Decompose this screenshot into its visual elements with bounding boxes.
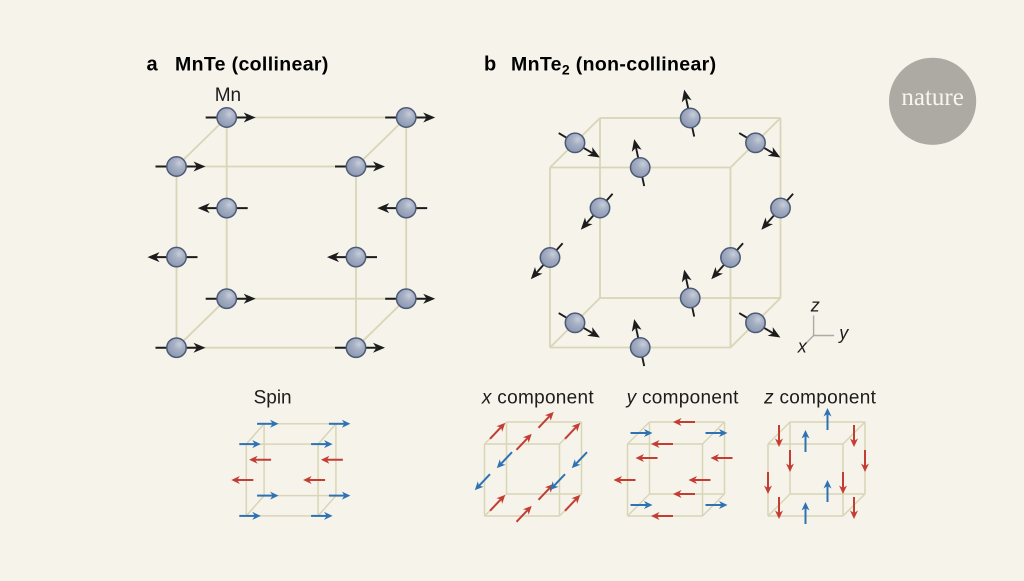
svg-text:MnTe2 (non-collinear): MnTe2 (non-collinear) (511, 54, 716, 78)
svg-text:a: a (147, 54, 159, 76)
svg-text:b: b (484, 54, 496, 76)
svg-text:MnTe (collinear): MnTe (collinear) (175, 54, 329, 76)
svg-text:z component: z component (763, 387, 877, 408)
svg-text:y: y (837, 323, 849, 343)
svg-text:x component: x component (481, 387, 595, 408)
svg-text:nature: nature (901, 84, 963, 111)
svg-text:y component: y component (625, 387, 740, 408)
svg-text:Mn: Mn (215, 85, 241, 106)
svg-text:x: x (797, 337, 808, 357)
svg-text:Spin: Spin (254, 387, 292, 408)
svg-text:z: z (810, 295, 820, 315)
